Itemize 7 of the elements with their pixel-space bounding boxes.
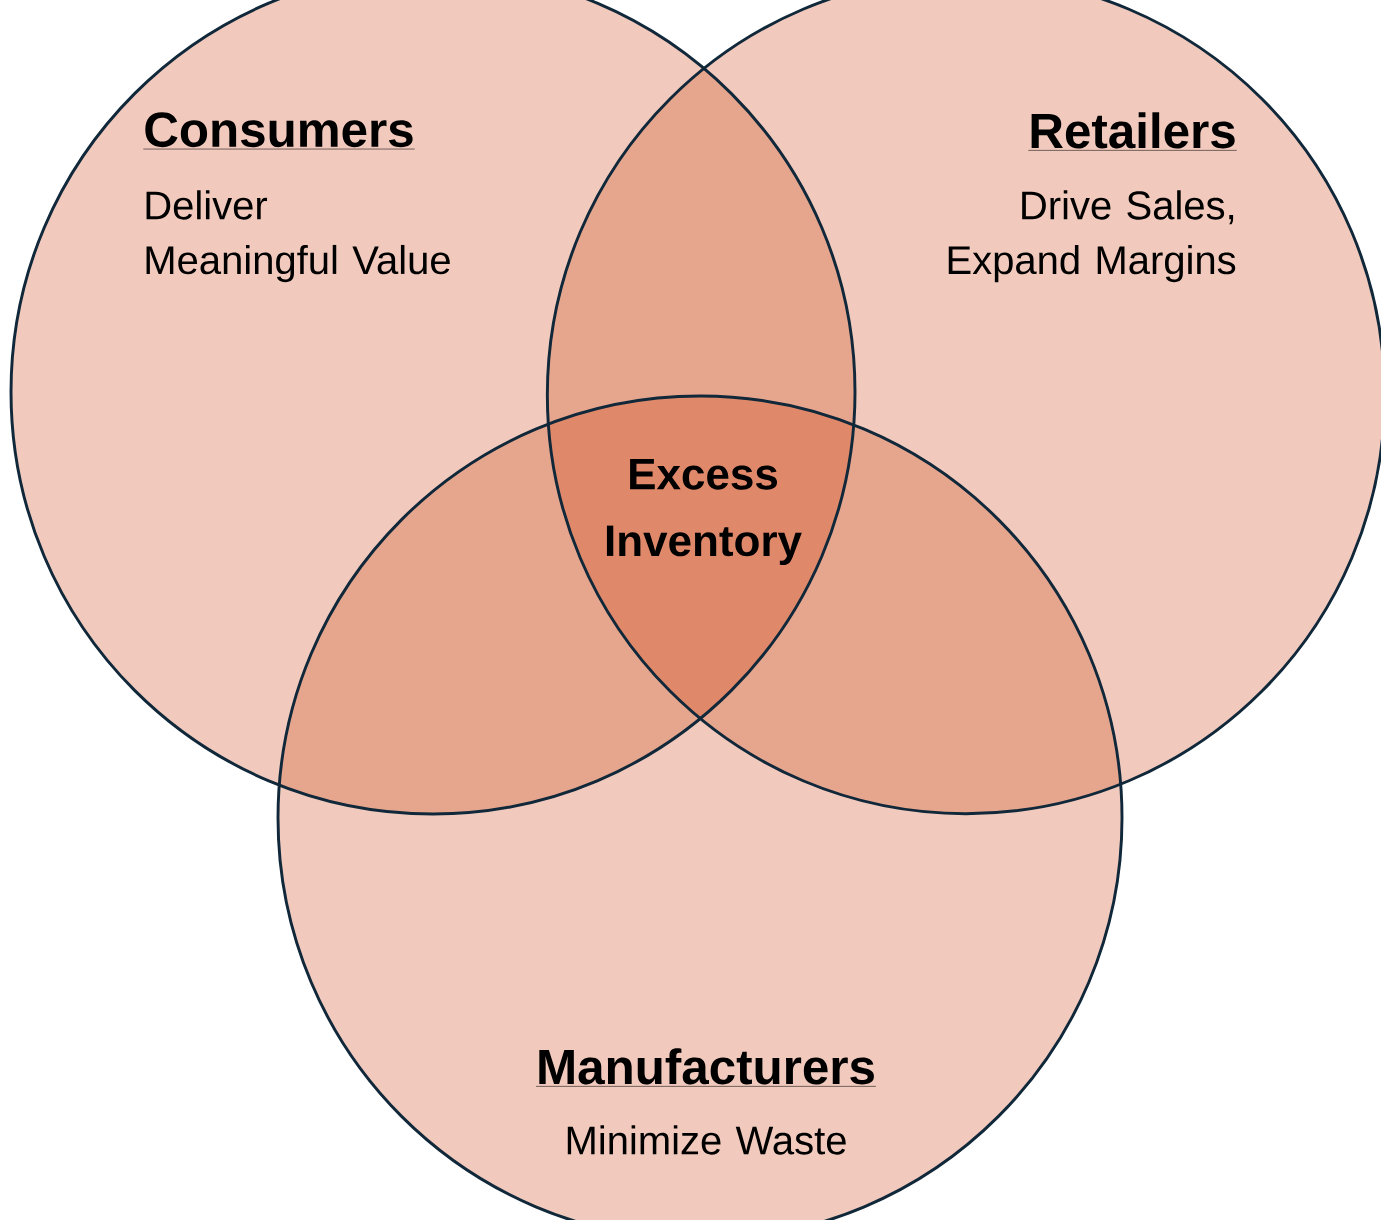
heading: Consumers: [143, 112, 415, 150]
description: Minimize Waste: [567, 1125, 846, 1155]
description: Drive Sales, Expand Margins: [948, 190, 1236, 283]
center-label: Excess Inventory: [606, 458, 802, 566]
description: Deliver Meaningful Value: [146, 190, 450, 283]
heading: Retailers: [1028, 112, 1237, 151]
heading: Manufacturers: [535, 1048, 877, 1087]
